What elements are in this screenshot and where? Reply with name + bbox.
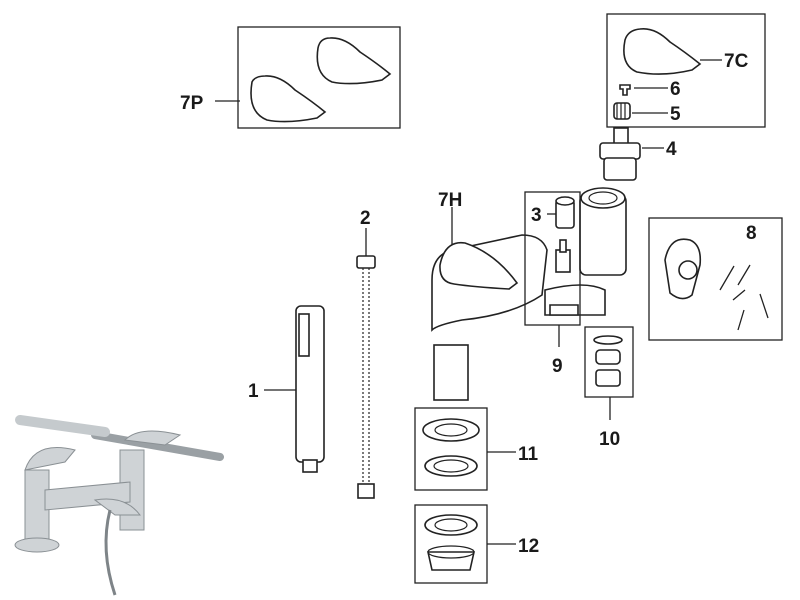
part-7p-lever-handles: 7P	[180, 26, 401, 129]
label-6: 6	[670, 79, 681, 100]
label-7c: 7C	[724, 51, 749, 72]
part-10-aerator: 10	[584, 326, 634, 450]
label-11: 11	[518, 444, 539, 465]
label-7h: 7H	[438, 190, 462, 211]
part-4-cartridge: 4	[599, 127, 677, 181]
part-3-diverter: 3 9	[524, 191, 581, 377]
part-7h-tap-body: 7H	[431, 187, 627, 401]
label-2: 2	[360, 208, 371, 229]
label-8: 8	[746, 223, 757, 244]
label-1: 1	[248, 381, 259, 402]
label-12: 12	[518, 536, 539, 557]
label-10: 10	[599, 429, 620, 450]
label-3: 3	[531, 205, 542, 226]
label-5: 5	[670, 104, 681, 125]
part-8-wall-bracket: 8	[648, 217, 783, 341]
label-9: 9	[552, 356, 563, 377]
part-1-shower-handset: 1	[248, 305, 325, 473]
label-4: 4	[666, 139, 677, 160]
part-12-fixing-nut: 12	[414, 504, 539, 584]
part-2-shower-hose: 2	[356, 208, 376, 499]
product-photo	[14, 415, 224, 596]
part-11-washers: 11	[414, 407, 539, 491]
label-7p: 7P	[180, 93, 204, 114]
part-7c-lever-handle: 7C 6 5	[606, 13, 766, 128]
